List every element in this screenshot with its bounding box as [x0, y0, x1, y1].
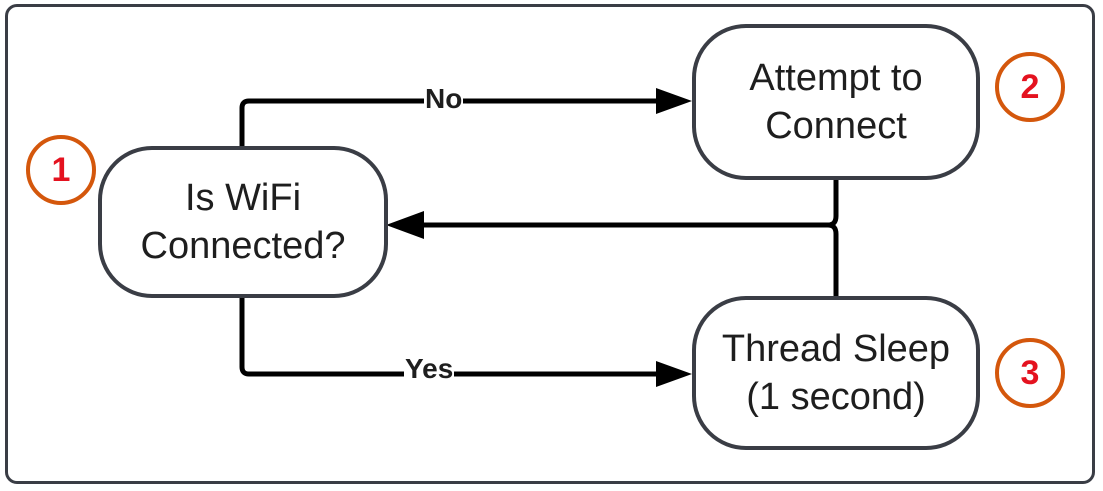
- node-wifi-check-label: Is WiFi Connected?: [140, 177, 346, 267]
- edge-label-yes: Yes: [404, 353, 455, 384]
- step-badge-1: 1: [26, 135, 96, 205]
- connector-yes: [239, 298, 660, 377]
- node-wifi-check: Is WiFi Connected?: [98, 146, 388, 298]
- step-badge-1-number: 1: [51, 150, 71, 189]
- step-badge-3-number: 3: [1020, 353, 1040, 392]
- connector-from-sleep: [827, 222, 839, 296]
- node-attempt-connect: Attempt to Connect: [692, 24, 980, 180]
- arrowhead-yes: [656, 361, 692, 387]
- node-thread-sleep: Thread Sleep (1 second): [692, 296, 980, 450]
- edge-label-no: No: [424, 83, 464, 114]
- node-attempt-connect-label: Attempt to Connect: [749, 57, 923, 147]
- connector-from-attempt: [827, 180, 839, 228]
- arrowhead-return: [386, 211, 424, 239]
- arrowhead-no: [656, 88, 692, 114]
- connector-no: [239, 98, 660, 146]
- node-thread-sleep-label: Thread Sleep (1 second): [721, 328, 951, 418]
- step-badge-2: 2: [995, 52, 1065, 122]
- step-badge-3: 3: [995, 338, 1065, 408]
- step-badge-2-number: 2: [1020, 67, 1040, 106]
